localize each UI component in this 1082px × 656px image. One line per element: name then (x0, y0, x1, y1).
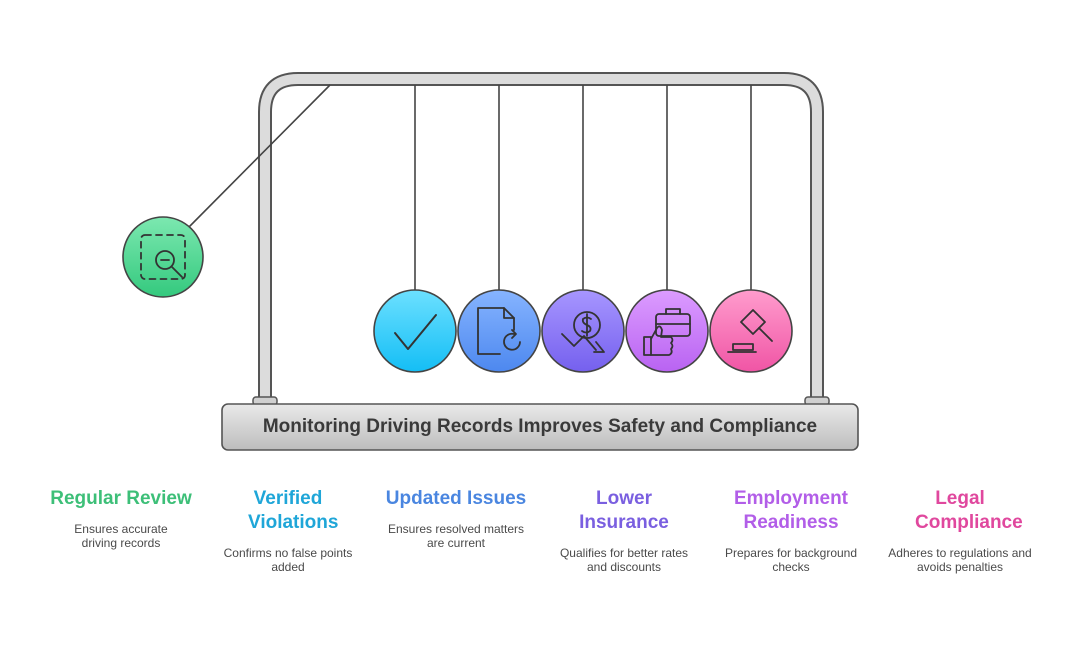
item-title: Legal Compliance (915, 488, 1023, 533)
item-desc: Ensures resolved matters are current (387, 522, 525, 550)
item-legal-compliance: Legal Compliance Adheres to regulations … (875, 487, 1045, 574)
ball-verified-violations (373, 289, 457, 373)
checkmark-icon (394, 314, 437, 350)
item-verified-violations: Verified Violations Confirms no false po… (203, 487, 373, 574)
ball-employment-readiness (625, 289, 709, 373)
diagram-title: Monitoring Driving Records Improves Safe… (262, 416, 818, 437)
item-desc: Ensures accurate driving records (74, 522, 168, 550)
item-title: Updated Issues (385, 488, 527, 509)
pendulum-strings (187, 84, 752, 290)
document-refresh-icon (477, 307, 521, 355)
item-lower-insurance: Lower Insurance Qualifies for better rat… (539, 487, 709, 574)
ball-updated-issues (457, 289, 541, 373)
ball-regular-review (122, 216, 204, 298)
item-title: Regular Review (50, 488, 192, 509)
base-plate (221, 403, 859, 451)
item-updated-issues: Updated Issues Ensures resolved matters … (371, 487, 541, 550)
item-desc: Prepares for background checks (724, 546, 858, 574)
item-title: Lower Insurance (579, 488, 669, 533)
item-desc: Confirms no false points added (223, 546, 353, 574)
ball-lower-insurance (541, 289, 625, 373)
scan-search-icon (140, 234, 186, 280)
item-desc: Adheres to regulations and avoids penalt… (888, 546, 1032, 574)
briefcase-thumbs-up-icon (643, 308, 691, 356)
item-regular-review: Regular Review Ensures accurate driving … (36, 487, 206, 550)
item-desc: Qualifies for better rates and discounts (559, 546, 689, 574)
item-employment-readiness: Employment Readiness Prepares for backgr… (706, 487, 876, 574)
item-title: Verified Violations (248, 488, 339, 533)
gavel-icon (727, 309, 773, 353)
item-title: Employment Readiness (733, 488, 849, 533)
ball-legal-compliance (709, 289, 793, 373)
dollar-down-icon (561, 311, 605, 353)
